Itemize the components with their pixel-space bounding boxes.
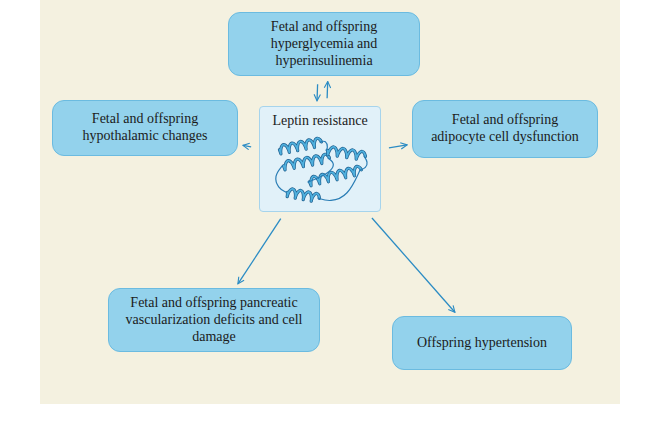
outcome-box: Offspring hypertension	[392, 316, 572, 370]
arrow-connector	[372, 218, 455, 312]
arrow-connector	[243, 145, 251, 146]
central-box: Leptin resistance	[259, 106, 381, 212]
protein-illustration	[268, 133, 372, 209]
arrow-connector	[326, 82, 328, 99]
outcome-box: Fetal and offspring adipocyte cell dysfu…	[412, 100, 598, 158]
outcome-box: Fetal and offspring hypothalamic changes	[52, 100, 238, 156]
node-label: Leptin resistance	[272, 113, 367, 130]
node-label: Fetal and offspring hypothalamic changes	[63, 111, 227, 145]
node-label: Fetal and offspring hyperglycemia and hy…	[239, 19, 409, 69]
arrow-connector	[238, 219, 281, 284]
arrow-connector	[389, 145, 407, 148]
node-label: Fetal and offspring adipocyte cell dysfu…	[423, 112, 587, 146]
node-label: Fetal and offspring pancreatic vasculari…	[119, 295, 309, 345]
outcome-box: Fetal and offspring pancreatic vasculari…	[108, 288, 320, 352]
node-label: Offspring hypertension	[417, 335, 547, 352]
arrow-connector	[316, 84, 318, 101]
outcome-box: Fetal and offspring hyperglycemia and hy…	[228, 12, 420, 76]
